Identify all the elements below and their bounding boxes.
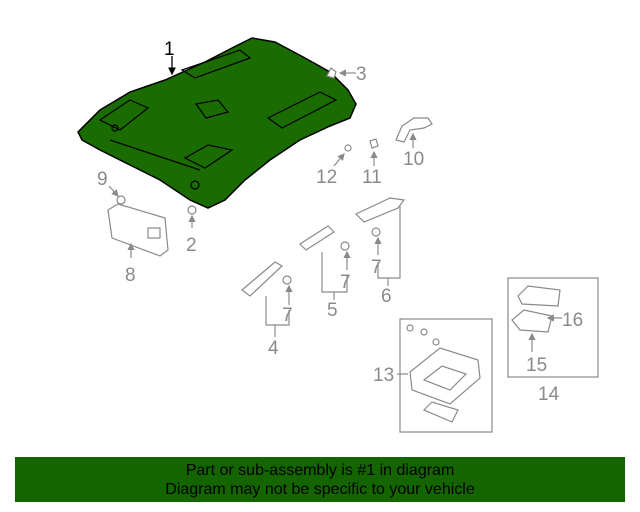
diagram-notice-banner: Part or sub-assembly is #1 in diagram Di… [15,457,625,502]
pillar-trim-part-5[interactable] [299,225,335,251]
callout-15: 15 [526,355,547,376]
map-lamp-box-14[interactable] [507,277,599,378]
clip-part-2[interactable] [187,205,197,215]
screw-part-9[interactable] [116,195,126,205]
callout-1: 1 [164,39,175,60]
callout-7a: 7 [282,305,293,326]
banner-line-1: Part or sub-assembly is #1 in diagram [185,462,455,479]
callout-13: 13 [373,365,394,386]
callout-16: 16 [562,310,583,331]
callout-10: 10 [403,149,424,170]
callout-7b: 7 [340,272,351,293]
callout-4: 4 [268,338,279,359]
grab-handle-part-10[interactable] [395,117,433,143]
banner-line-2: Diagram may not be specific to your vehi… [165,481,475,498]
callout-8: 8 [125,265,136,286]
callout-11: 11 [362,167,382,188]
headliner-part-1[interactable] [77,37,357,209]
callout-12: 12 [316,167,337,188]
callout-9: 9 [97,169,108,190]
screw-part-11[interactable] [369,138,379,149]
pillar-trim-part-6[interactable] [354,197,406,223]
callout-2: 2 [186,235,197,256]
overhead-console-box-13[interactable] [399,318,493,433]
sunvisor-part-8[interactable] [107,203,169,257]
pillar-trim-part-4[interactable] [241,261,284,297]
callout-7c: 7 [371,257,382,278]
clip-part-3[interactable] [326,67,337,79]
callout-14: 14 [538,384,560,405]
callout-5: 5 [327,300,338,321]
callout-3: 3 [356,64,367,85]
callout-6: 6 [381,286,392,307]
clip-part-12[interactable] [344,144,352,152]
